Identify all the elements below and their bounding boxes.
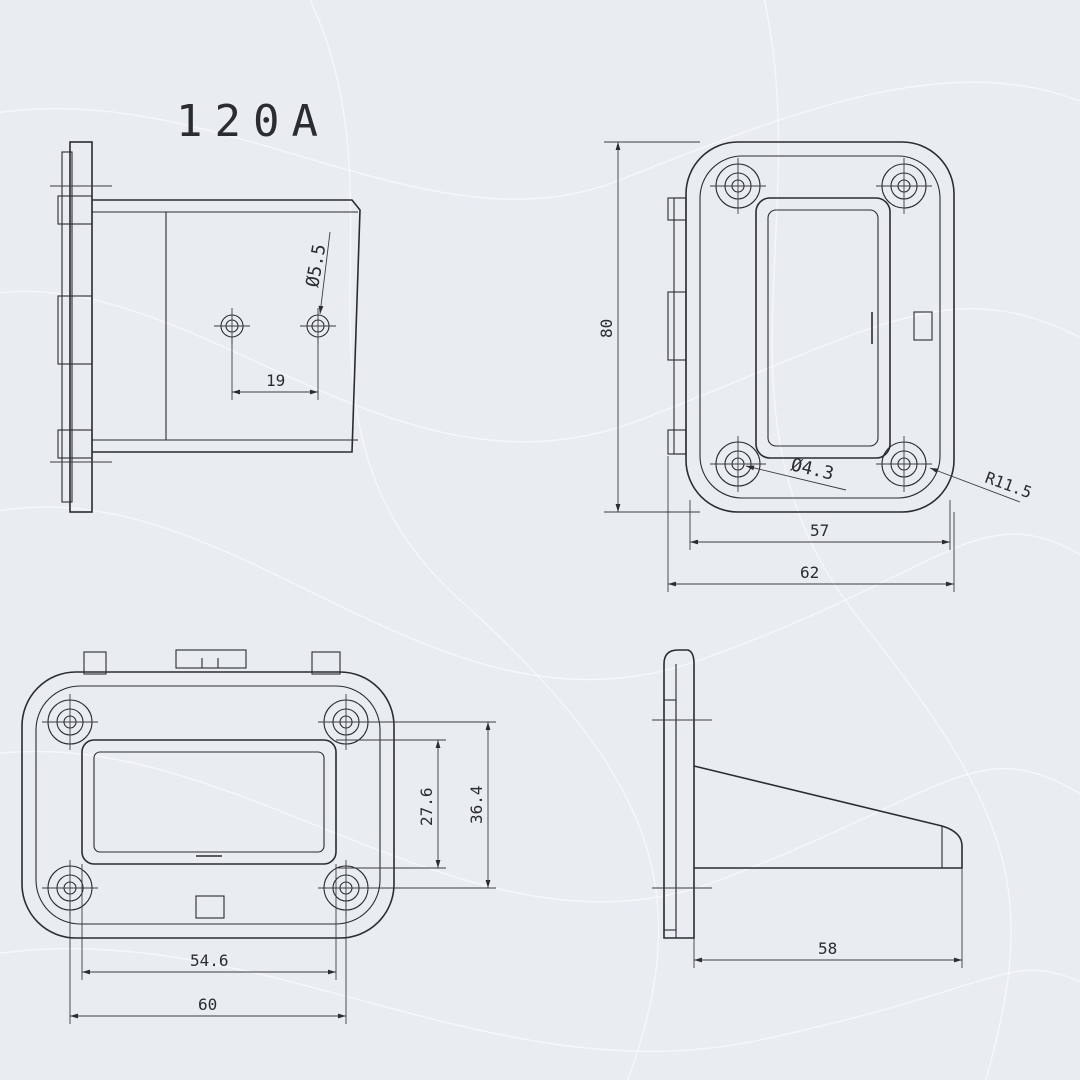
dim-height-outer: 36.4 (467, 785, 486, 824)
dim-width-inner: 54.6 (190, 951, 229, 970)
dim-height-inner: 27.6 (417, 787, 436, 826)
dim-width-outer: 60 (198, 995, 217, 1014)
mount-hole-top-left (710, 158, 766, 214)
dim-outer-width: 62 (800, 563, 819, 582)
dim-inner-width: 57 (810, 521, 829, 540)
dim-depth: 58 (818, 939, 837, 958)
dim-height: 80 (597, 319, 616, 338)
mount-hole-bottom-left (710, 436, 766, 492)
dim-hole-spacing: 19 (266, 371, 285, 390)
top-view: 27.6 36.4 54.6 60 (21, 649, 496, 1024)
top-view-hole-tl (42, 694, 98, 750)
profile-view: 58 (652, 649, 963, 968)
drawing-title: 120A (176, 96, 330, 147)
mount-hole-top-right (876, 158, 932, 214)
mount-hole-bottom-right (876, 436, 932, 492)
